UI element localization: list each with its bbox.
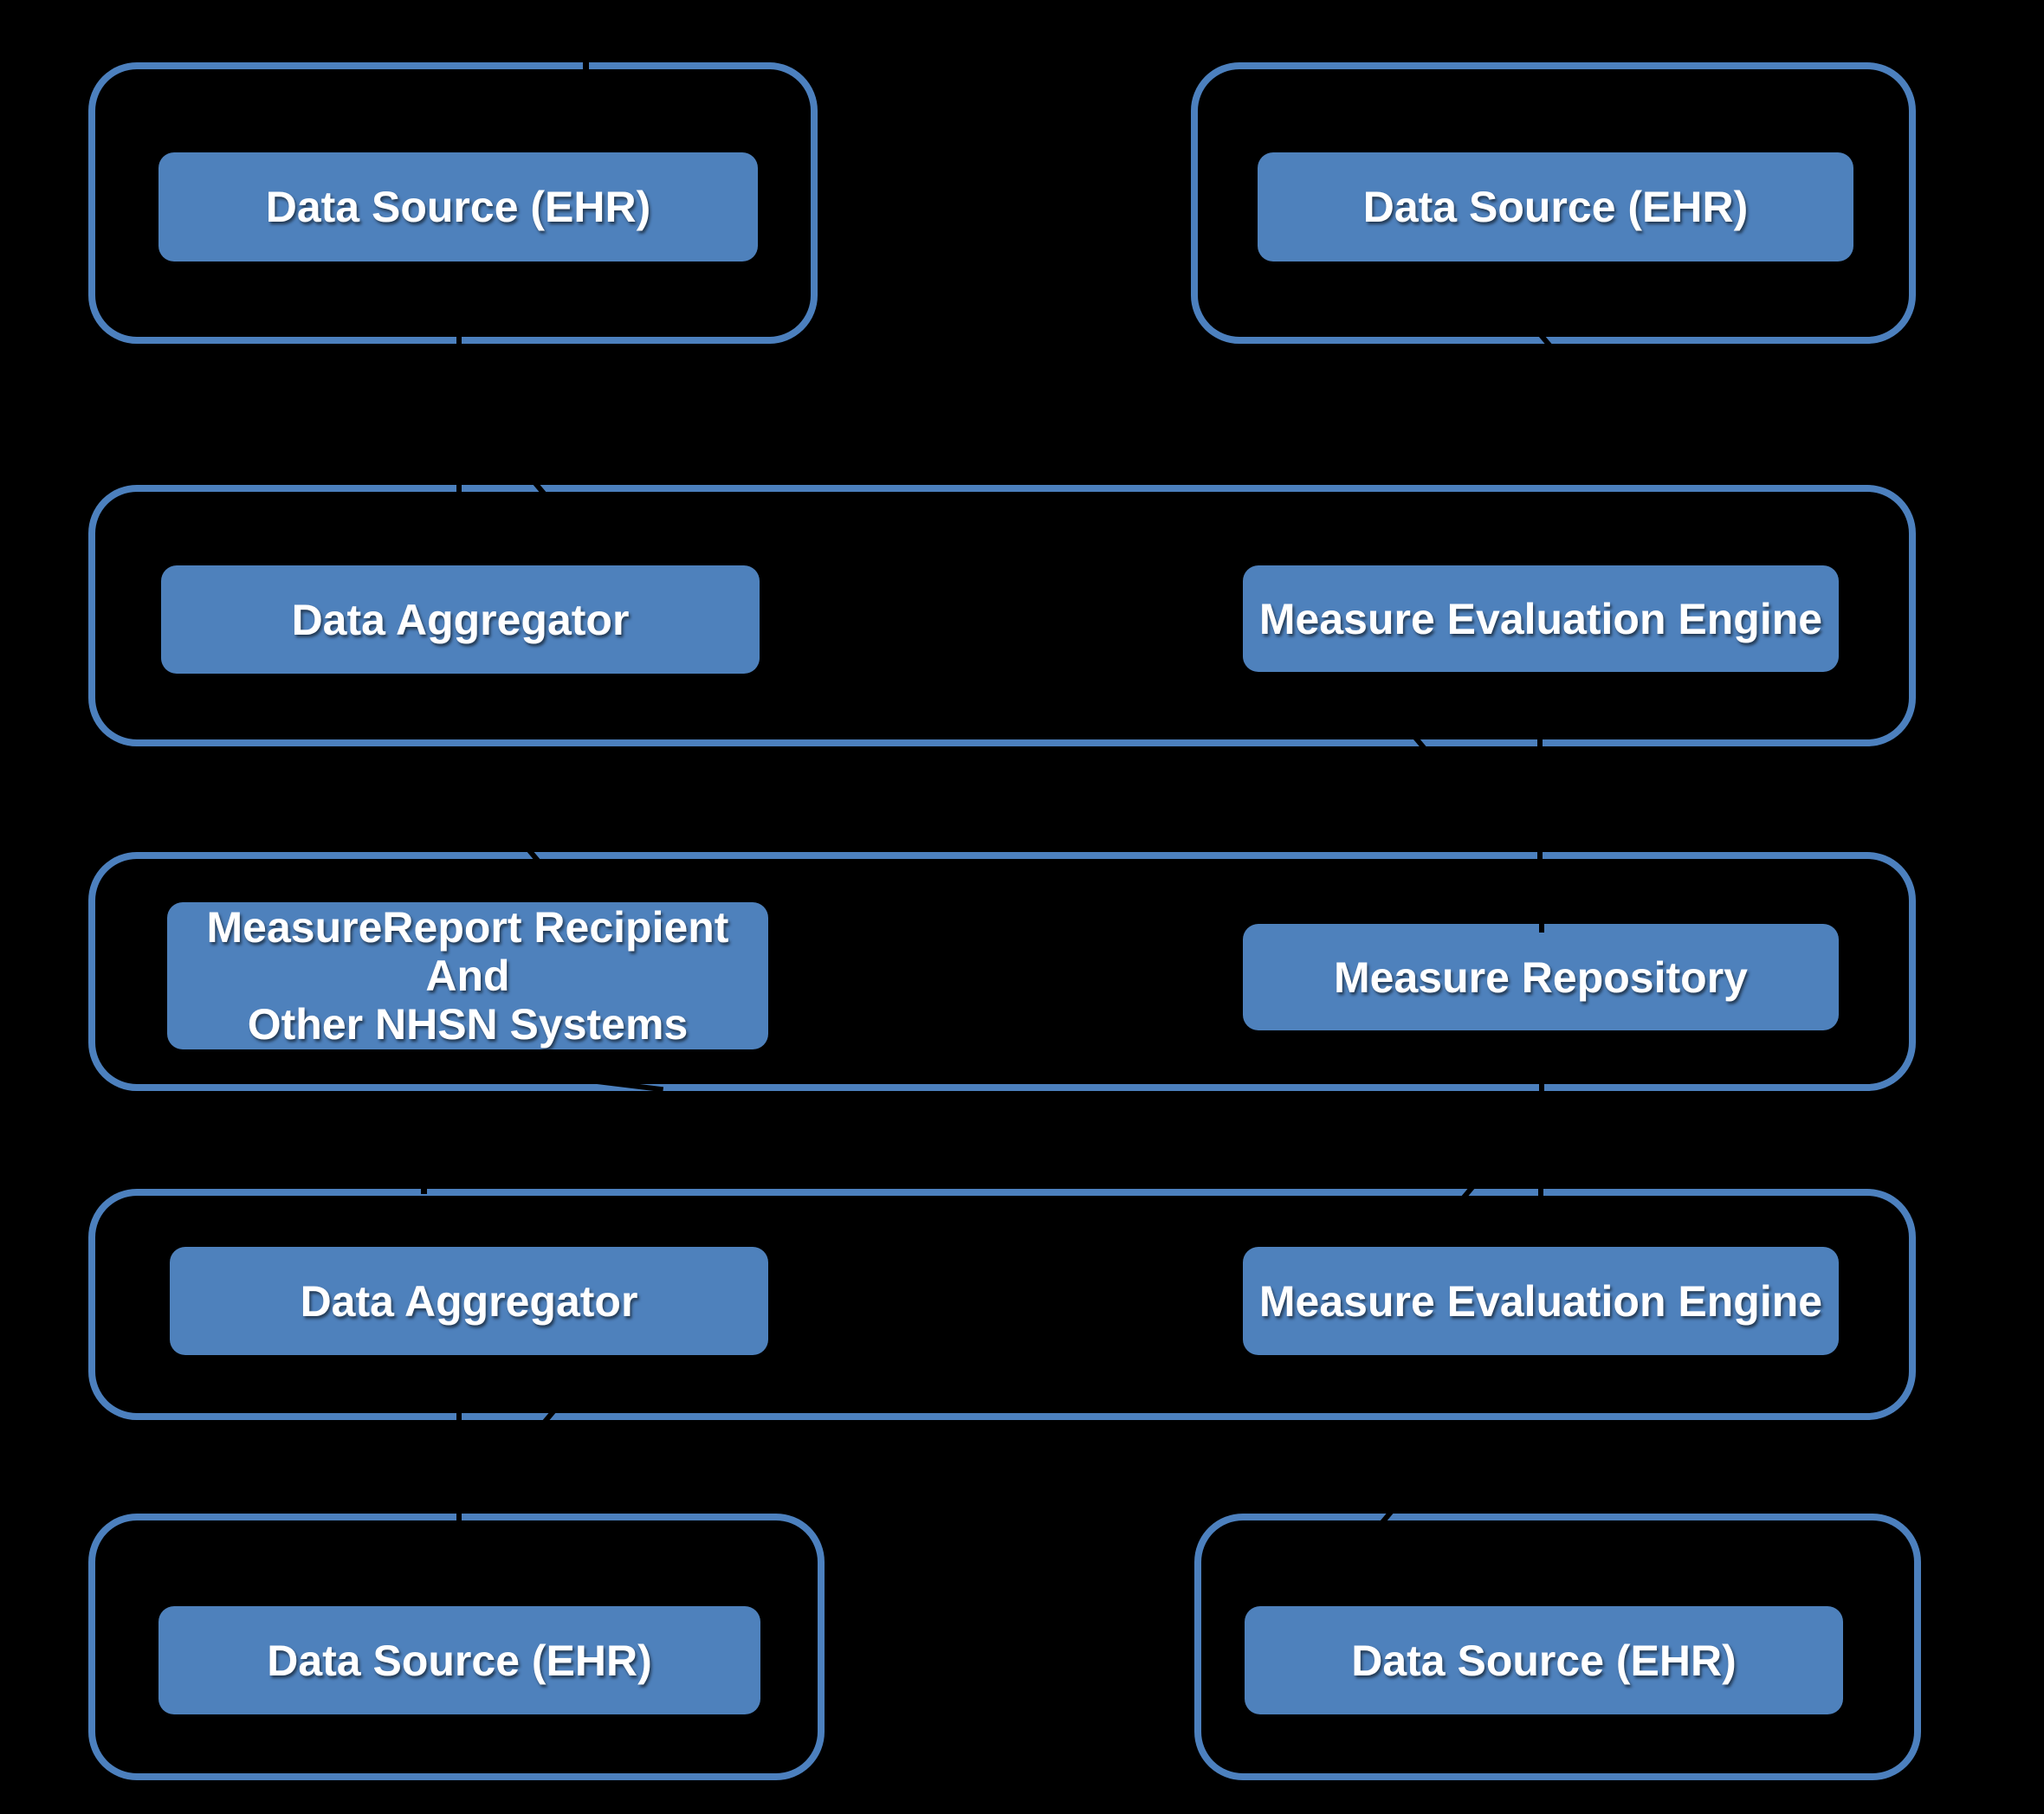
connector-tick [456, 477, 462, 500]
node-measure-evaluation-engine-row2: Measure Evaluation Engine [1243, 565, 1839, 672]
group-box-row1-right [1191, 62, 1916, 344]
node-measurereport-recipient-row3: MeasureReport Recipient And Other NHSN S… [167, 902, 768, 1049]
connector-tick [421, 1185, 427, 1194]
group-box-row3 [88, 852, 1916, 1091]
group-box-row4 [88, 1189, 1916, 1420]
group-box-row2 [88, 485, 1916, 746]
node-data-aggregator-row4: Data Aggregator [170, 1247, 768, 1355]
connector-tick [1539, 1076, 1544, 1099]
connector-tick [456, 329, 462, 352]
node-measure-evaluation-engine-row4: Measure Evaluation Engine [1243, 1247, 1839, 1355]
group-box-row5-right [1194, 1514, 1921, 1780]
group-box-row1-left [88, 62, 818, 344]
connector-tick [1538, 1181, 1543, 1204]
node-data-source-ehr-row5-right: Data Source (EHR) [1245, 1606, 1843, 1714]
connector-tick [583, 60, 589, 70]
connector-tick [1539, 920, 1544, 933]
connector-tick [1537, 844, 1543, 867]
connector-tick [1537, 732, 1543, 754]
node-data-source-ehr-row1-left: Data Source (EHR) [158, 152, 758, 261]
connector-tick [456, 1506, 462, 1528]
node-measure-repository-row3: Measure Repository [1243, 924, 1839, 1030]
node-data-aggregator-row2: Data Aggregator [161, 565, 760, 674]
node-data-source-ehr-row1-right: Data Source (EHR) [1258, 152, 1853, 261]
node-data-source-ehr-row5-left: Data Source (EHR) [158, 1606, 760, 1714]
connector-tick [456, 1405, 462, 1428]
